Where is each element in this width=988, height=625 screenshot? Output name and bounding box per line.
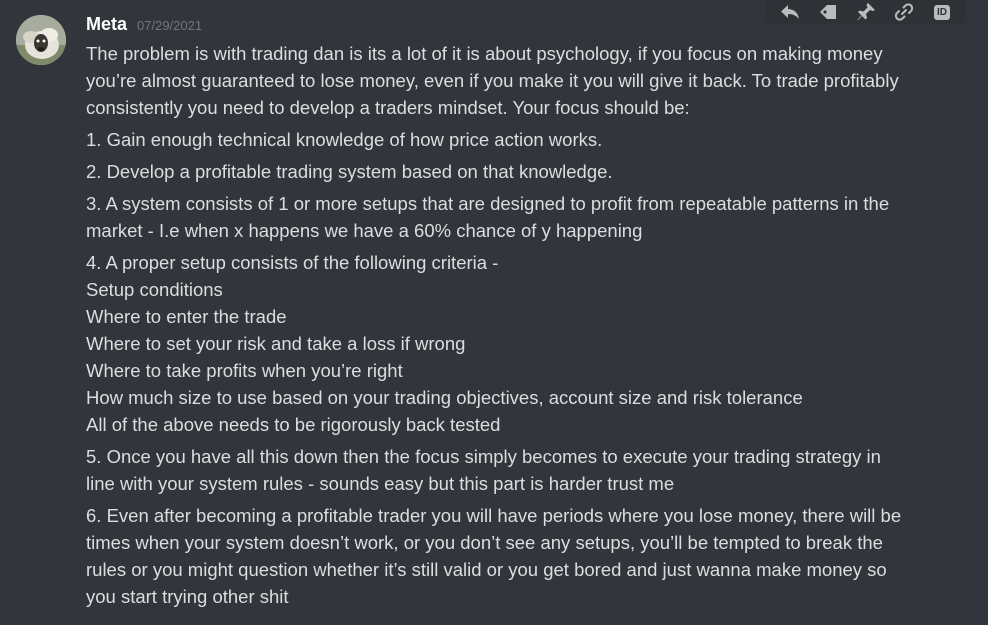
message-toolbar: ID [765,0,967,24]
link-icon [894,3,914,21]
message-line: market - I.e when x happens we have a 60… [86,220,643,241]
message-line: you start trying other shit [86,586,289,607]
message-line: times when your system doesn’t work, or … [86,532,883,553]
reply-button[interactable] [777,1,803,23]
message-line: 6. Even after becoming a profitable trad… [86,505,902,526]
message-line: 1. Gain enough technical knowledge of ho… [86,129,603,150]
avatar[interactable] [16,15,66,65]
message-line: The problem is with trading dan is its a… [86,43,883,64]
timestamp: 07/29/2021 [137,18,203,33]
pin-icon [857,3,875,20]
message-line: Where to set your risk and take a loss i… [86,333,466,354]
message-paragraph: 2. Develop a profitable trading system b… [86,158,966,185]
reply-icon [781,5,799,19]
message-header: Meta 07/29/2021 [86,14,202,38]
message-line: Where to take profits when you’re right [86,360,403,381]
id-icon: ID [934,4,950,20]
bookmark-button[interactable] [815,1,841,23]
sheep-avatar-icon [16,15,66,65]
message-line: consistently you need to develop a trade… [86,97,690,118]
author-name[interactable]: Meta [86,14,128,34]
message-line: 2. Develop a profitable trading system b… [86,161,613,182]
message-paragraph: 6. Even after becoming a profitable trad… [86,502,966,610]
message-line: Where to enter the trade [86,306,287,327]
copy-link-button[interactable] [891,1,917,23]
message-line: 5. Once you have all this down then the … [86,446,881,467]
message-line: 4. A proper setup consists of the follow… [86,252,499,273]
message-content: The problem is with trading dan is its a… [86,40,966,615]
copy-id-button[interactable]: ID [929,1,955,23]
message-line: Setup conditions [86,279,223,300]
message-paragraph: 1. Gain enough technical knowledge of ho… [86,126,966,153]
bookmark-icon [820,5,836,19]
message-line: line with your system rules - sounds eas… [86,473,675,494]
message-line: 3. A system consists of 1 or more setups… [86,193,890,214]
pin-button[interactable] [853,1,879,23]
message-line: All of the above needs to be rigorously … [86,414,501,435]
message-paragraph: 5. Once you have all this down then the … [86,443,966,497]
message-line: rules or you might question whether it’s… [86,559,887,580]
message-paragraph: 4. A proper setup consists of the follow… [86,249,966,438]
message-line: How much size to use based on your tradi… [86,387,803,408]
message-paragraph: The problem is with trading dan is its a… [86,40,966,121]
message-line: you’re almost guaranteed to lose money, … [86,70,899,91]
message-paragraph: 3. A system consists of 1 or more setups… [86,190,966,244]
